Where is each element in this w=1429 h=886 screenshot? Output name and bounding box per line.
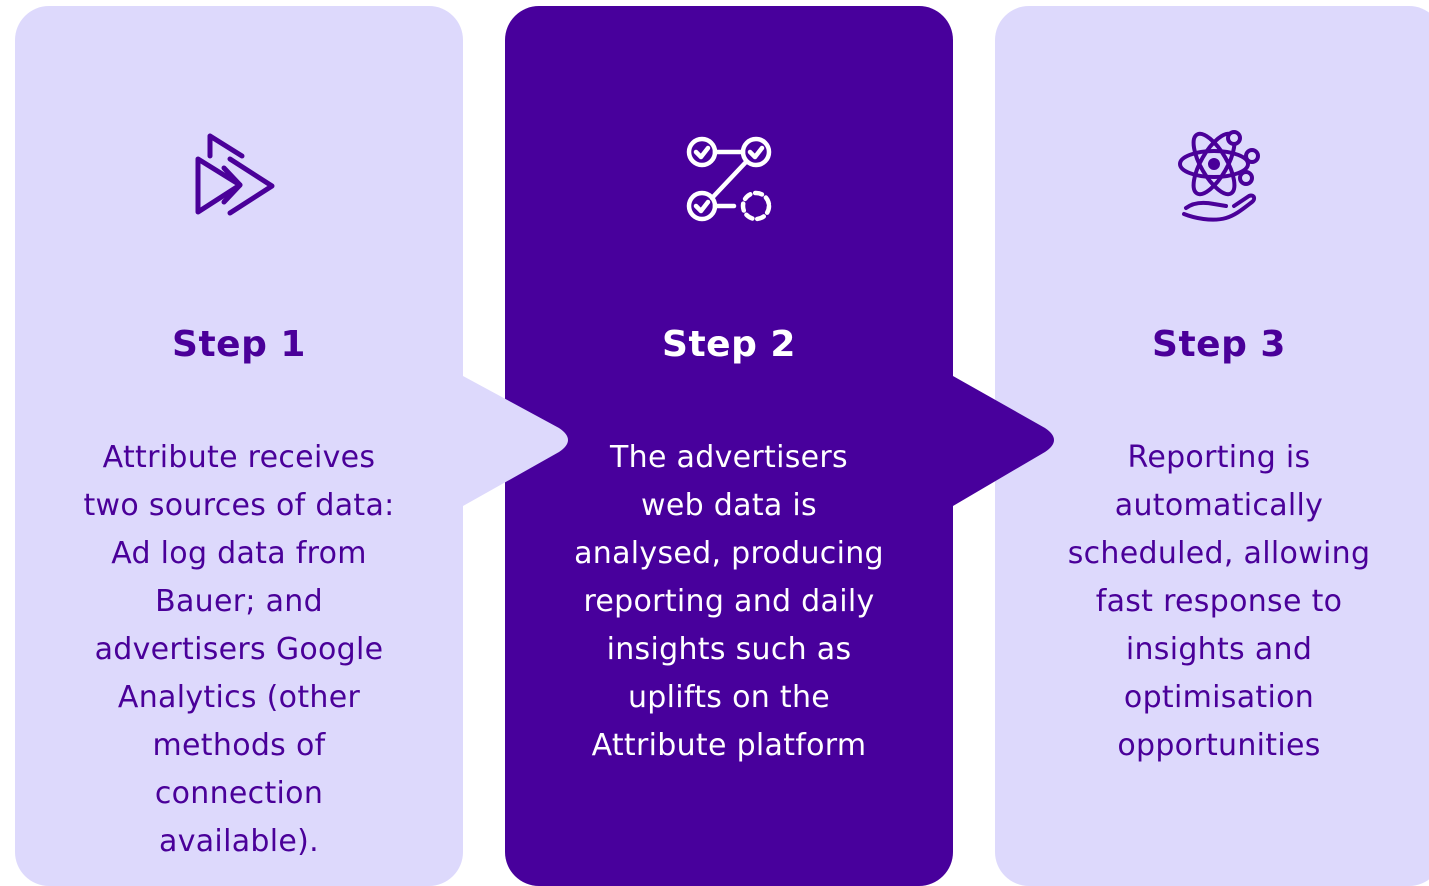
description-line: optimisation [1123,680,1315,715]
description-line: connection [154,776,324,811]
workflow-checklist-icon [505,122,953,232]
description-line: available). [159,824,319,859]
description-line: analysed, producing [574,536,884,571]
description-line: two sources of data: [83,488,395,523]
description-line: web data is [641,488,817,523]
description-line: fast response to [1095,584,1343,619]
step-1-card: Step 1 Attribute receives two sources of… [15,6,463,886]
description-line: reporting and daily [583,584,875,619]
step-title: Step 3 [1152,324,1286,365]
description-line: methods of [152,728,326,763]
description-line: Attribute receives [102,440,376,475]
description-line: Analytics (other [117,680,361,715]
step-description: Reporting is automatically scheduled, al… [1035,434,1403,770]
description-line: Ad log data from [111,536,367,571]
fast-forward-play-icon [15,122,463,232]
description-line: Bauer; and [155,584,323,619]
step-2-card: Step 2 The advertisers web data is analy… [505,6,953,886]
description-line: insights and [1125,632,1313,667]
step-description: Attribute receives two sources of data: … [55,434,423,866]
connector-arrow-1 [463,376,568,506]
description-line: opportunities [1117,728,1321,763]
description-line: The advertisers [610,440,848,475]
description-line: insights such as [606,632,852,667]
step-description: The advertisers web data is analysed, pr… [545,434,913,770]
step-3-card: Step 3 Reporting is automatically schedu… [995,6,1429,886]
description-line: automatically [1114,488,1324,523]
description-line: Reporting is [1127,440,1311,475]
description-line: scheduled, allowing [1067,536,1371,571]
step-title: Step 1 [172,324,306,365]
description-line: uplifts on the [627,680,831,715]
description-line: Attribute platform [591,728,867,763]
atom-hand-icon [995,122,1429,232]
connector-arrow-2 [953,376,1054,506]
description-line: advertisers Google [94,632,384,667]
step-title: Step 2 [662,324,796,365]
